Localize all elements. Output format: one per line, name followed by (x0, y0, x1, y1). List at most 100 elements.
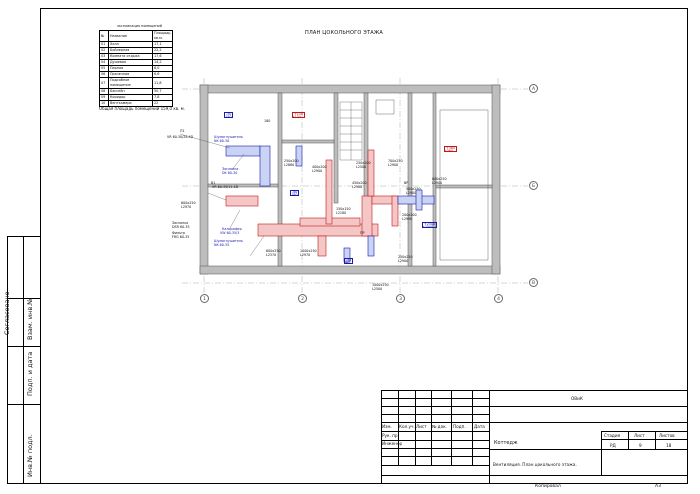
strip-line (40, 236, 41, 484)
flow-tag: +360 (444, 146, 458, 152)
stamp-sheets-label: Листов (659, 433, 675, 438)
strip-line (7, 404, 40, 405)
flow-tag: -80 (344, 261, 350, 265)
stamp-col-header: Подп. (453, 424, 466, 429)
legend-caption: экспликация помещений (117, 24, 162, 28)
axis-bubble: А (529, 84, 538, 93)
legend-table: экспликация помещений № Название Площадь… (99, 24, 174, 107)
stamp-col-header: № док. (432, 424, 448, 429)
calorifer-model: VW 60-35/3 (220, 231, 240, 235)
duct-label: 150х150 (336, 207, 351, 211)
duct-label: 1000х250 (300, 249, 317, 253)
valve-model: DK 60-30 (222, 171, 238, 175)
exhaust-ducts (225, 145, 435, 263)
strip-line (7, 236, 8, 484)
stamp-col-header: Кол.уч. (399, 424, 415, 429)
duct-label: 1000х250 (372, 283, 389, 287)
duct-label: 500х250 (406, 187, 421, 191)
duct-label: 400х200 (312, 165, 327, 169)
stamp-sheet: 9 (639, 443, 642, 448)
duct-label: 250х200 (356, 161, 371, 165)
strip-line (23, 236, 24, 484)
duct-label: 180 (264, 119, 271, 123)
axis-bubble: Б (529, 181, 538, 190)
duct-len: L2900 (432, 181, 443, 185)
stamp-col-header: Дата (474, 424, 485, 429)
stamp-drawing: Вентиляция. План цокольного этажа. (493, 462, 577, 467)
silencer1-label: Шумоглушитель (214, 135, 243, 139)
strip-line (7, 236, 40, 237)
strip-line (7, 346, 40, 347)
valve-label: Заслонка (222, 167, 239, 171)
duct-len: L2880 (284, 163, 295, 167)
staircase (339, 101, 363, 161)
duct-len: L2500 (356, 165, 367, 169)
stamp-stage-label: Стадия (604, 433, 621, 438)
walls (199, 84, 501, 275)
flow-tag: -80 (290, 190, 300, 196)
strip-line (7, 483, 40, 484)
stamp-stage: РД (610, 443, 616, 448)
duct-len: L2970 (300, 253, 311, 257)
axis-bubble: 4 (494, 294, 503, 303)
format-label: А3 (655, 484, 661, 489)
flow-tag: -50 (344, 258, 354, 264)
stamp-col-header: Изм. (382, 424, 392, 429)
area-note: Общая площадь помещений 159,0 кв. м. (99, 106, 185, 111)
silencer2-label: Шумоглушитель (214, 239, 243, 243)
p1-unit-label: VR 60-30/28.4D (167, 135, 194, 139)
duct-len: L2500 (372, 287, 383, 291)
duct-label: 250х200 (284, 159, 299, 163)
vr2-label: VR 60-35/11.4D (212, 185, 239, 189)
p1-label: П1 (180, 129, 185, 133)
duct-label: 800х250 (432, 177, 447, 181)
duct-600x250: 600х250 (181, 201, 196, 205)
duct-label: ВР (404, 181, 409, 185)
plan-title: ПЛАН ЦОКОЛЬНОГО ЭТАЖА (305, 30, 384, 36)
duct-len: L2180 (336, 211, 347, 215)
flow-tag: -150 (224, 115, 232, 119)
pool-outline (439, 109, 489, 261)
axis-bubble: 2 (298, 294, 307, 303)
flow-tag: +2500 (422, 222, 438, 228)
duct-len: L2900 (406, 191, 417, 195)
duct-len: L2990 (402, 217, 413, 221)
axis-bubble: 1 (200, 294, 209, 303)
duct-len: L2370 (266, 253, 277, 257)
silencer2-model: NK 60-35 (214, 243, 230, 247)
filter-label: Фильтр (172, 231, 186, 235)
flow-tag: +150 (292, 112, 306, 118)
supply-ducts (225, 149, 399, 257)
strip-line (7, 298, 40, 299)
valve2-label: Заслонка (172, 221, 189, 225)
valve2-model: DSR 60-35 (172, 225, 190, 229)
flow-tag: +150 (292, 115, 302, 119)
flow-tag: -180 (290, 193, 298, 197)
duct-label: 600х250 (266, 249, 281, 253)
duct-len: L2900 (312, 169, 323, 173)
duct-label: ПР (360, 231, 365, 235)
flow-tag: -50 (224, 112, 234, 118)
stamp-project: Коттедж (494, 440, 518, 446)
stamp-role: Рук. пр. (382, 433, 399, 438)
duct-len: L2900 (398, 259, 409, 263)
left-title-strip: Инв.№ подл. Подп. и дата Взам. инв.№ (7, 236, 41, 484)
duct-600x250-len: L2970 (181, 205, 192, 209)
stamp-code: ОВиК (571, 396, 583, 401)
copied-label: Копировал (535, 484, 561, 489)
furniture-outline (375, 99, 395, 115)
duct-len: L2900 (388, 163, 399, 167)
legend-header-cell: Площадь, кв.м. (151, 30, 174, 42)
duct-len: L2900 (352, 185, 363, 189)
flow-tag: +360 (444, 149, 454, 153)
v1-label: В1 (211, 181, 216, 185)
duct-label: 250х250 (398, 255, 413, 259)
leader-lines (179, 133, 265, 257)
duct-label: 450х200 (352, 181, 367, 185)
title-block: ОВиК Изм. Кол.уч. Лист № док. Подп. Дата… (381, 390, 688, 484)
stamp-role: Инженер (382, 441, 403, 446)
stamp-col-header: Лист (416, 424, 427, 429)
duct-label: 700х250 (388, 159, 403, 163)
